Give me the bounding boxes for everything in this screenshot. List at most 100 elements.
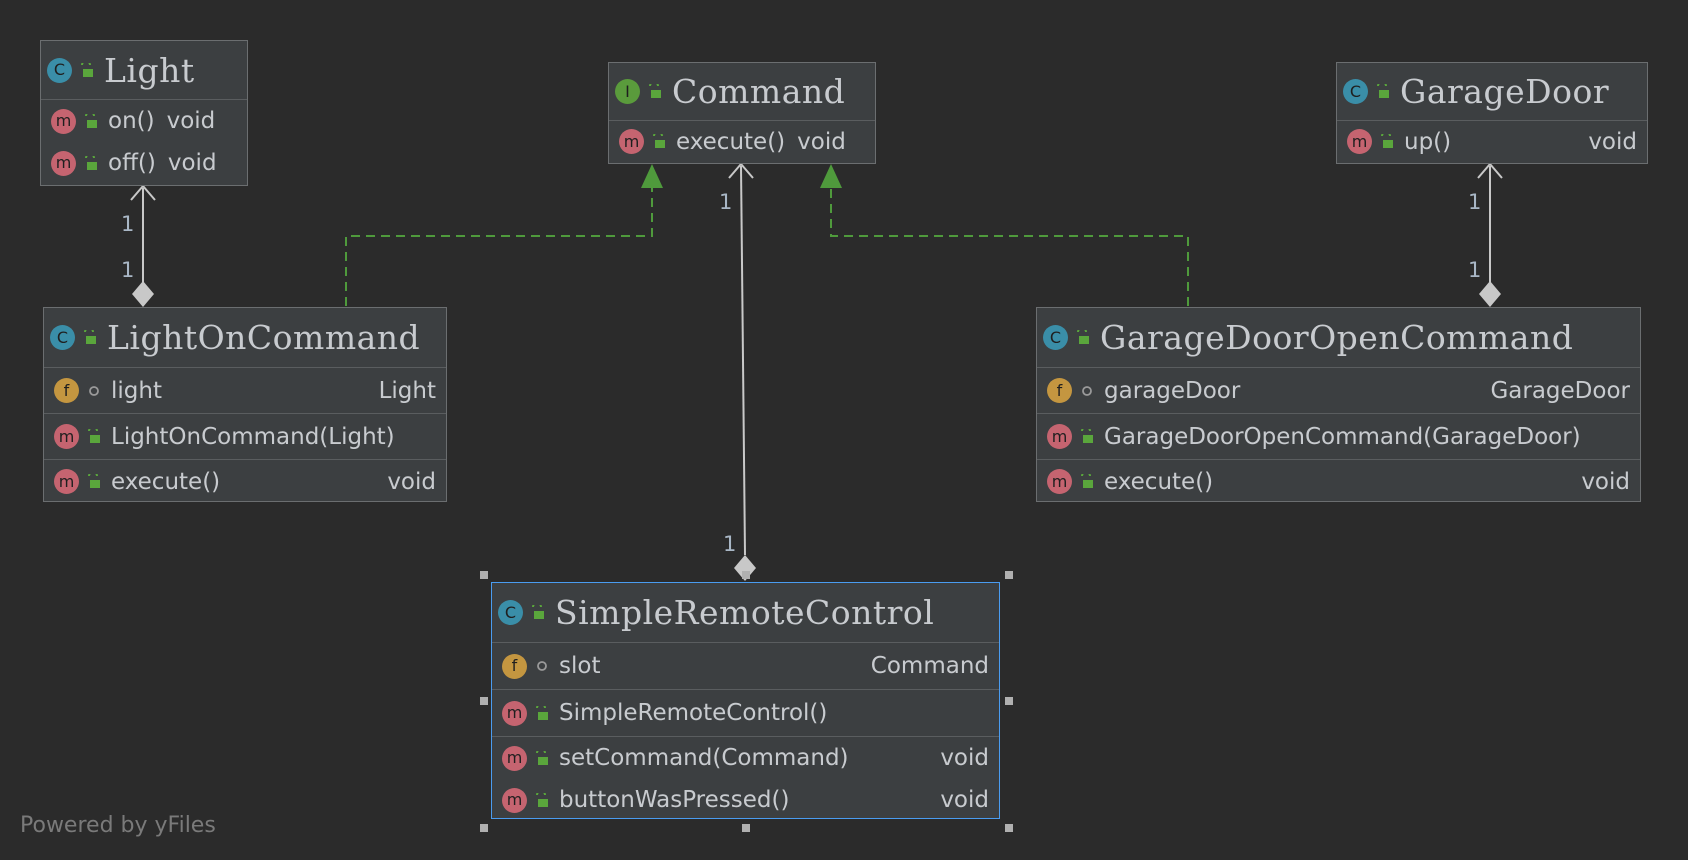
class-garagedooropencommand-fields: f garageDoor GarageDoor: [1037, 368, 1640, 414]
composition-diamond-light: [132, 281, 154, 307]
resize-handle-middle-left[interactable]: [480, 697, 488, 705]
composition-diamond-remote: [734, 555, 756, 581]
resize-handle-bottom-center[interactable]: [742, 824, 750, 832]
class-c-icon: C: [498, 600, 523, 625]
member-type: void: [797, 128, 846, 155]
multiplicity-garage-top: 1: [1468, 190, 1482, 214]
class-lightoncommand[interactable]: C LightOnCommand f light Light m LightOn…: [43, 307, 447, 502]
member-row[interactable]: m execute() void: [609, 121, 875, 162]
public-lock-icon: [84, 330, 96, 344]
public-lock-icon: [653, 134, 665, 148]
class-light-methods: m on() void m off() void: [41, 100, 247, 184]
field-f-icon: f: [54, 378, 79, 403]
class-lightoncommand-fields: f light Light: [44, 368, 446, 414]
composition-edge-simpleremotecontrol-command[interactable]: [740, 165, 746, 556]
member-name: execute(): [676, 128, 786, 155]
member-row[interactable]: m buttonWasPressed() void: [492, 779, 999, 821]
multiplicity-light-top: 1: [121, 212, 135, 236]
member-name: light: [111, 377, 162, 404]
public-lock-icon: [1077, 330, 1089, 344]
member-row[interactable]: m setCommand(Command) void: [492, 737, 999, 779]
method-m-icon: m: [51, 108, 76, 134]
method-m-icon: m: [1047, 424, 1072, 449]
package-private-icon: [537, 661, 547, 671]
public-lock-icon: [1381, 134, 1393, 148]
class-simpleremotecontrol-title: SimpleRemoteControl: [555, 593, 935, 632]
resize-handle-top-left[interactable]: [480, 571, 488, 579]
public-lock-icon: [81, 62, 93, 77]
member-name: off(): [108, 150, 156, 176]
multiplicity-garage-bottom: 1: [1468, 258, 1482, 282]
public-lock-icon: [85, 113, 97, 128]
field-f-icon: f: [1047, 378, 1072, 403]
method-m-icon: m: [54, 469, 79, 494]
package-private-icon: [89, 385, 99, 396]
member-type: Command: [870, 653, 989, 679]
realization-edge-garagedooropencommand-command[interactable]: [830, 186, 1189, 306]
composition-diamond-garagedoor: [1479, 281, 1501, 307]
class-c-icon: C: [1043, 325, 1068, 350]
member-name: on(): [108, 108, 155, 134]
member-type: void: [387, 468, 436, 495]
member-row[interactable]: m execute() void: [44, 460, 446, 503]
member-row[interactable]: m GarageDoorOpenCommand(GarageDoor): [1037, 414, 1640, 459]
member-name: execute(): [1104, 468, 1214, 495]
member-row[interactable]: m off() void: [41, 142, 247, 184]
method-m-icon: m: [502, 700, 527, 726]
interface-command[interactable]: I Command m execute() void: [608, 62, 876, 164]
interface-i-icon: I: [615, 79, 640, 104]
class-garagedooropencommand[interactable]: C GarageDoorOpenCommand f garageDoor Gar…: [1036, 307, 1641, 502]
method-m-icon: m: [51, 150, 76, 176]
member-row[interactable]: f garageDoor GarageDoor: [1037, 368, 1640, 413]
member-name: execute(): [111, 468, 221, 495]
resize-handle-middle-right[interactable]: [1005, 697, 1013, 705]
field-f-icon: f: [502, 653, 527, 679]
member-type: void: [940, 745, 989, 771]
powered-by-watermark: Powered by yFiles: [20, 813, 216, 838]
member-row[interactable]: f slot Command: [492, 643, 999, 689]
interface-command-title: Command: [672, 72, 846, 111]
multiplicity-command-top: 1: [719, 190, 733, 214]
public-lock-icon: [536, 750, 548, 765]
class-lightoncommand-constructors: m LightOnCommand(Light): [44, 414, 446, 460]
abstract-method-m-icon: m: [619, 129, 644, 154]
member-type: void: [166, 108, 216, 134]
member-row[interactable]: m execute() void: [1037, 460, 1640, 503]
public-lock-icon: [649, 84, 661, 98]
member-type: void: [167, 150, 217, 176]
class-simpleremotecontrol[interactable]: C SimpleRemoteControl f slot Command m S…: [491, 582, 1000, 819]
member-name: buttonWasPressed(): [559, 787, 790, 813]
class-garagedoor[interactable]: C GarageDoor m up() void: [1336, 62, 1648, 164]
public-lock-icon: [1081, 429, 1093, 443]
class-light-title: Light: [104, 50, 195, 90]
member-name: garageDoor: [1104, 377, 1241, 404]
class-c-icon: C: [50, 325, 75, 350]
realization-arrowhead-left: [641, 164, 663, 188]
class-lightoncommand-header: C LightOnCommand: [44, 308, 446, 368]
realization-edge-lightoncommand-command[interactable]: [345, 186, 653, 306]
member-row[interactable]: f light Light: [44, 368, 446, 413]
public-lock-icon: [88, 429, 100, 443]
member-name: GarageDoorOpenCommand(GarageDoor): [1104, 423, 1581, 450]
class-light[interactable]: C Light m on() void m off() void: [40, 40, 248, 186]
member-type: void: [1588, 128, 1637, 155]
resize-handle-bottom-left[interactable]: [480, 824, 488, 832]
resize-handle-top-center[interactable]: [742, 571, 750, 579]
public-lock-icon: [88, 474, 100, 488]
member-row[interactable]: m SimpleRemoteControl(): [492, 690, 999, 736]
member-name: setCommand(Command): [559, 745, 849, 771]
member-type: Light: [378, 377, 436, 404]
interface-command-header: I Command: [609, 63, 875, 121]
class-simpleremotecontrol-constructors: m SimpleRemoteControl(): [492, 690, 999, 737]
member-name: LightOnCommand(Light): [111, 423, 395, 450]
member-row[interactable]: m LightOnCommand(Light): [44, 414, 446, 459]
class-garagedoor-header: C GarageDoor: [1337, 63, 1647, 121]
member-row[interactable]: m on() void: [41, 100, 247, 142]
multiplicity-light-bottom: 1: [121, 258, 135, 282]
resize-handle-top-right[interactable]: [1005, 571, 1013, 579]
association-arrow-garagedoor: [1477, 162, 1503, 179]
class-garagedoor-title: GarageDoor: [1400, 72, 1610, 111]
member-row[interactable]: m up() void: [1337, 121, 1647, 162]
resize-handle-bottom-right[interactable]: [1005, 824, 1013, 832]
